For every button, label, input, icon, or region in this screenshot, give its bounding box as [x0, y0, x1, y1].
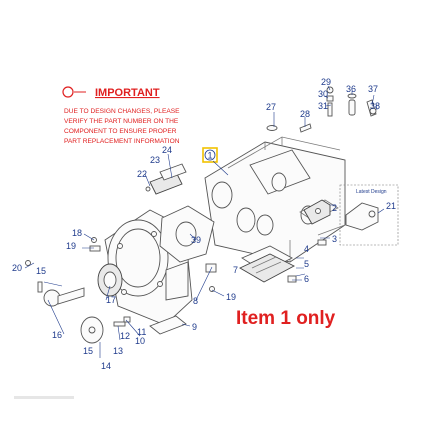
callout-22: 22	[137, 169, 147, 179]
callout-27: 27	[266, 102, 276, 112]
plug-27	[266, 125, 278, 131]
callout-19-left: 19	[66, 241, 76, 251]
item-1-highlight-box	[202, 147, 218, 163]
fitting-19b	[209, 286, 215, 292]
footer-faint-mark	[14, 396, 74, 399]
nut-30	[326, 95, 334, 102]
inset-bracket	[345, 202, 379, 231]
housing-bore-mid	[236, 207, 256, 233]
callout-39: 39	[191, 235, 201, 245]
callout-20: 20	[12, 263, 22, 273]
bottom-cover-ribs	[251, 256, 282, 274]
gasket-39-bore	[175, 221, 197, 247]
stud-12	[113, 321, 126, 327]
cover-14-center	[88, 326, 96, 334]
callout-38: 38	[370, 101, 380, 111]
callout-14: 14	[101, 361, 111, 371]
item-1-only-note: Item 1 only	[236, 308, 336, 329]
screw-22	[145, 186, 151, 192]
inset-pin	[368, 210, 376, 218]
bell-housing-flange	[165, 261, 189, 301]
latest-design-inset: Latest Design	[339, 184, 399, 246]
bolt-15	[37, 281, 43, 293]
drain-8	[205, 263, 217, 273]
housing-top-ribs	[264, 137, 283, 150]
item-1-label: 1	[208, 151, 213, 161]
bolt-hole-d	[121, 289, 127, 295]
callout-21: 21	[386, 201, 396, 211]
housing-bore-inner	[271, 172, 287, 192]
callout-9: 9	[192, 322, 197, 332]
important-line-2: VERIFY THE PART NUMBER ON THE	[64, 118, 179, 125]
callout-10: 10	[135, 336, 145, 346]
item-1-leader	[212, 160, 229, 176]
bell-housing-inner-ring	[115, 228, 161, 288]
callout-24: 24	[162, 145, 172, 155]
bell-housing	[104, 209, 193, 326]
inset-leader	[377, 208, 385, 214]
item-1-highlight: 1	[202, 147, 229, 176]
flange-16-shaft	[57, 287, 85, 305]
important-line-4: PART REPLACEMENT INFORMATION	[64, 138, 180, 145]
stud-31	[327, 102, 333, 117]
callout-4: 4	[304, 244, 309, 254]
bolt-hole-c	[157, 281, 163, 287]
callout-13: 13	[113, 346, 123, 356]
fitting-19	[89, 245, 101, 252]
callout-37: 37	[368, 84, 378, 94]
inset-frame	[339, 184, 399, 246]
callout-6: 6	[304, 274, 309, 284]
cover-plate-9	[149, 315, 187, 335]
housing-top-opening	[249, 149, 311, 195]
inset-label: Latest Design	[356, 189, 387, 195]
plug-20	[25, 260, 31, 266]
side-bracket-hole	[315, 208, 321, 214]
callout-3: 3	[332, 234, 337, 244]
callout-36: 36	[346, 84, 356, 94]
plate-24	[159, 163, 187, 181]
important-title: IMPORTANT	[95, 87, 160, 99]
callout-8: 8	[193, 296, 198, 306]
bolt-3	[317, 239, 327, 246]
callout-30: 30	[318, 89, 328, 99]
callout-numbers: 2 3 4 5 6 7 8 9 10 11 12 13 14 15 15 16 …	[12, 77, 396, 371]
callout-16: 16	[52, 330, 62, 340]
nut-11	[123, 316, 131, 323]
bearing-cover-17-center	[103, 271, 117, 289]
warning-circle-icon	[62, 86, 74, 98]
housing-bore-left	[211, 181, 233, 209]
callout-11: 11	[137, 327, 146, 337]
callout-17: 17	[106, 295, 116, 305]
callout-23: 23	[150, 155, 160, 165]
callout-15-bottom: 15	[83, 346, 93, 356]
callout-15-top: 15	[36, 266, 46, 276]
ball-38	[369, 107, 377, 115]
breather-28	[299, 123, 312, 133]
callout-7: 7	[233, 265, 238, 275]
item-1-circle	[204, 149, 216, 161]
callout-5: 5	[304, 259, 309, 269]
callout-28: 28	[300, 109, 310, 119]
callout-12: 12	[120, 331, 130, 341]
flange-16	[43, 287, 85, 307]
bolt-hole-a	[117, 243, 123, 249]
callout-18: 18	[72, 228, 82, 238]
important-line-1: DUE TO DESIGN CHANGES, PLEASE	[64, 108, 180, 115]
callout-29: 29	[321, 77, 331, 87]
bolt-hole-b	[151, 231, 157, 237]
important-notice: IMPORTANT DUE TO DESIGN CHANGES, PLEASE …	[62, 86, 180, 145]
callout-leaders	[24, 85, 378, 358]
callout-31: 31	[318, 101, 328, 111]
housing-bore-lower	[256, 214, 274, 236]
important-line-3: COMPONENT TO ENSURE PROPER	[64, 128, 177, 135]
washer-7	[287, 275, 297, 283]
callout-2: 2	[332, 203, 337, 213]
plunger-36	[348, 99, 356, 116]
callout-19-right: 19	[226, 292, 236, 302]
